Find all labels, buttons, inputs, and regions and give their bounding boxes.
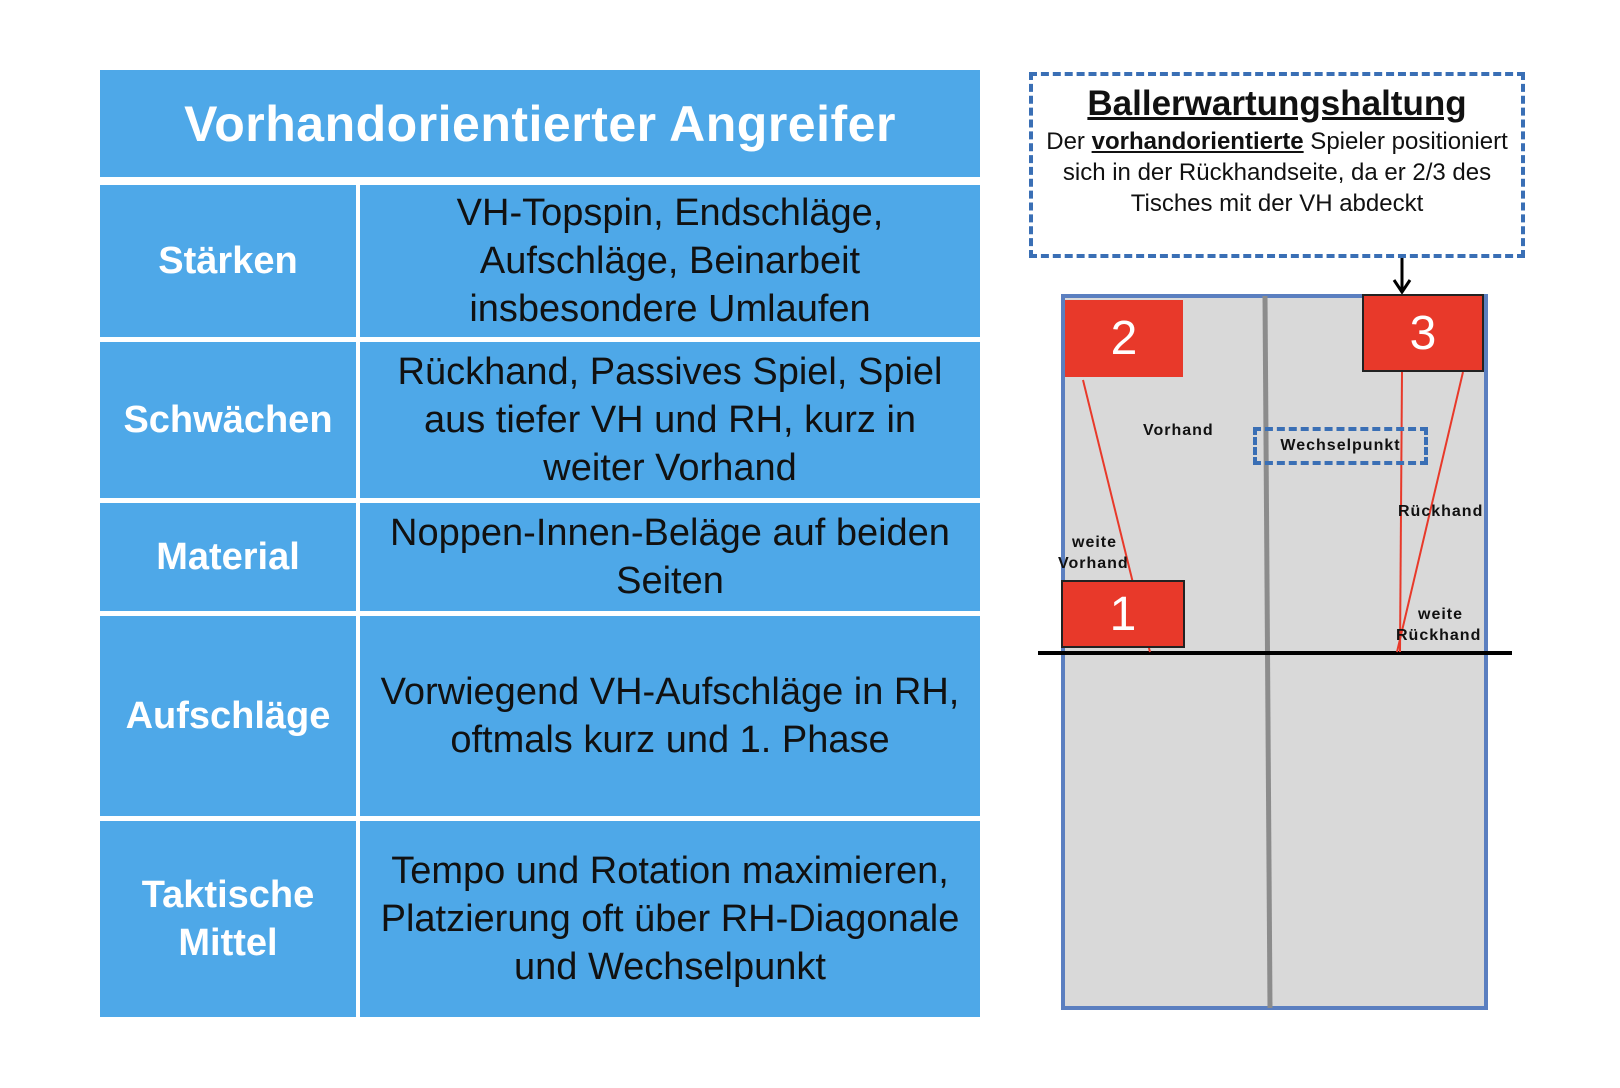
label-vorhand: Vorhand	[1143, 422, 1214, 439]
position-marker-3: 3	[1362, 294, 1484, 372]
row-label: Aufschläge	[100, 616, 356, 816]
position-marker-2: 2	[1065, 300, 1183, 377]
label-weite-vorhand-2: Vorhand	[1058, 555, 1129, 572]
table-row-aufschlaege: Aufschläge Vorwiegend VH-Aufschläge in R…	[100, 616, 980, 816]
wait-box-title: Ballerwartungshaltung	[1087, 84, 1467, 123]
arrow-head	[1392, 279, 1412, 295]
row-value: Tempo und Rotation maximieren, Platzieru…	[360, 821, 980, 1017]
table-row-staerken: Stärken VH-Topspin, Endschläge, Aufschlä…	[100, 185, 980, 337]
wait-text-highlight: vorhandorientierte	[1091, 128, 1304, 155]
trajectory-3-diagonal	[1396, 371, 1464, 653]
label-weite-vorhand-1: weite	[1072, 534, 1118, 551]
label-weite-rueckhand-2: Rückhand	[1396, 627, 1482, 644]
trajectory-3-straight	[1399, 371, 1403, 653]
table-row-taktische-mittel: Taktische Mittel Tempo und Rotation maxi…	[100, 821, 980, 1017]
ball-waiting-box: Ballerwartungshaltung Der vorhandorienti…	[1029, 72, 1525, 258]
label-weite-rueckhand-1: weite	[1418, 606, 1464, 623]
wechselpunkt-box: Wechselpunkt	[1253, 427, 1428, 465]
row-label: Stärken	[100, 185, 356, 337]
row-value: VH-Topspin, Endschläge, Aufschläge, Bein…	[360, 185, 980, 337]
row-value: Rückhand, Passives Spiel, Spiel aus tief…	[360, 342, 980, 498]
row-label: Material	[100, 503, 356, 611]
table-title: Vorhandorientierter Angreifer	[100, 70, 980, 177]
label-rueckhand: Rückhand	[1398, 503, 1484, 520]
wait-text-before: Der	[1046, 128, 1092, 155]
row-label: Schwächen	[100, 342, 356, 498]
table-row-schwaechen: Schwächen Rückhand, Passives Spiel, Spie…	[100, 342, 980, 498]
table-row-material: Material Noppen-Innen-Beläge auf beiden …	[100, 503, 980, 611]
row-value: Vorwiegend VH-Aufschläge in RH, oftmals …	[360, 616, 980, 816]
row-value: Noppen-Innen-Beläge auf beiden Seiten	[360, 503, 980, 611]
position-marker-1: 1	[1061, 580, 1185, 648]
wait-box-text: Der vorhandorientierte Spieler positioni…	[1033, 126, 1521, 219]
wait-text-after: Spieler positioniert sich in der Rückhan…	[1062, 128, 1508, 217]
row-label: Taktische Mittel	[100, 821, 356, 1017]
